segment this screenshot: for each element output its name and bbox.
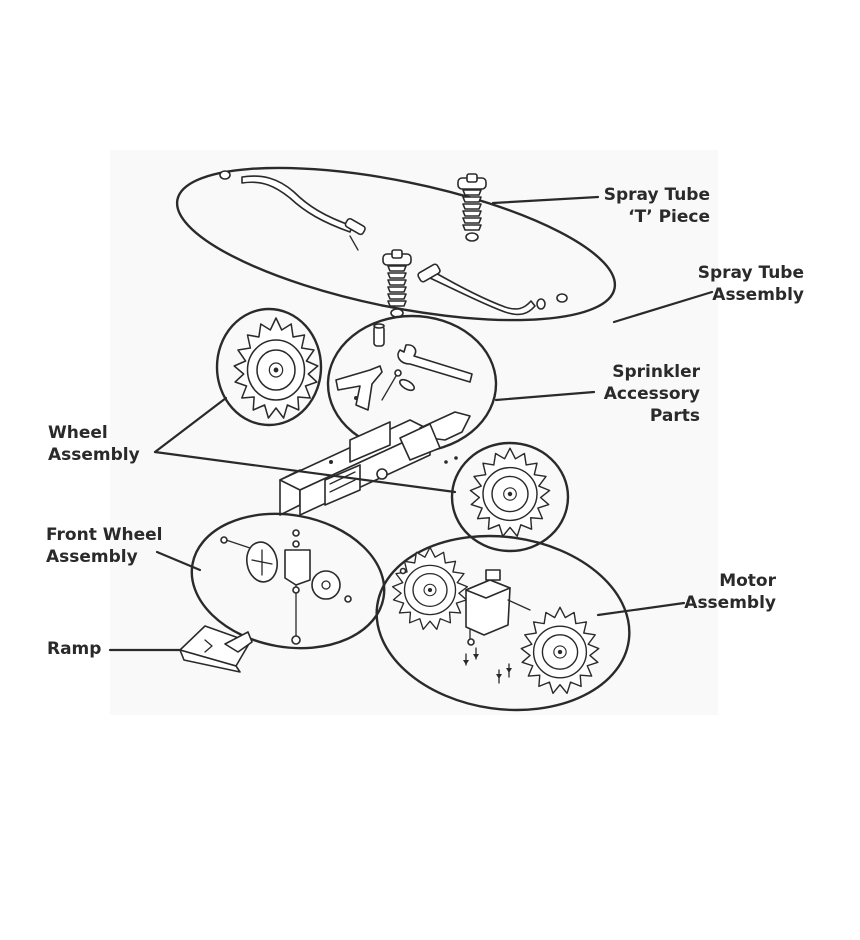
wheel-assembly-circle-top	[215, 307, 323, 427]
front-wheel-assembly-ellipse	[190, 512, 386, 650]
front-wheel-bolt	[220, 536, 251, 549]
spray-tube-left	[219, 170, 366, 251]
leader-motor-assembly	[596, 601, 686, 617]
front-wheel-gear	[311, 570, 352, 603]
label-wheel-assembly: Wheel Assembly	[48, 423, 140, 465]
motor-assembly-ellipse	[375, 534, 631, 712]
front-wheel-fork	[284, 529, 311, 645]
ramp-part	[179, 625, 253, 673]
leader-wheel-assembly-top	[153, 396, 228, 454]
motor-gearbox	[465, 569, 531, 646]
front-wheel-disc	[246, 541, 278, 583]
motor-washer	[399, 567, 407, 575]
leader-front-wheel-assembly	[155, 550, 202, 572]
leader-sprinkler-accessory-parts	[494, 390, 596, 402]
leader-spray-tube-t-piece	[491, 195, 600, 205]
leader-spray-tube-assembly	[612, 290, 714, 324]
accessory-bracket	[335, 365, 383, 411]
label-motor-assembly: Motor Assembly	[684, 571, 776, 613]
label-sprinkler-accessory-parts: Sprinkler Accessory Parts	[603, 362, 700, 426]
spray-tube-right	[417, 263, 568, 316]
label-front-wheel-assembly: Front Wheel Assembly	[46, 525, 163, 567]
wrench-icon	[397, 344, 473, 383]
accessory-pipe	[373, 323, 385, 347]
leader-wheel-assembly-right	[153, 450, 457, 494]
sprinkler-chassis	[279, 411, 471, 516]
label-spray-tube-t-piece: Spray Tube ‘T’ Piece	[603, 185, 710, 227]
motor-screws	[460, 647, 512, 684]
spray-tube-assembly-ellipse	[175, 166, 617, 322]
label-ramp: Ramp	[47, 639, 102, 659]
wheel-assembly-circle-right	[450, 441, 570, 553]
label-spray-tube-assembly: Spray Tube Assembly	[697, 263, 804, 305]
accessory-pin	[381, 369, 416, 401]
